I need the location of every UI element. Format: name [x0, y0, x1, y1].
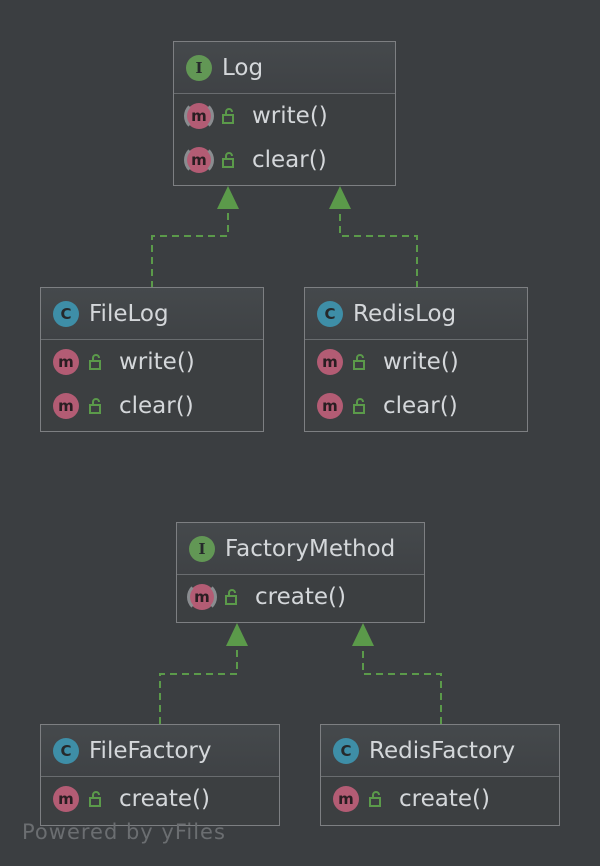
method-icon: m [333, 786, 359, 812]
node-title: FileLog [89, 300, 169, 327]
method-label: clear() [383, 393, 458, 419]
method-row[interactable]: m create() [177, 575, 424, 619]
node-log[interactable]: I Log m write() m clear() [173, 41, 396, 186]
method-label: create() [119, 786, 210, 812]
lock-open-icon [89, 791, 101, 807]
method-label: write() [252, 103, 328, 129]
class-icon: C [53, 300, 79, 327]
method-icon: m [53, 786, 79, 812]
lock-open-icon [89, 354, 101, 370]
method-label: create() [255, 584, 346, 610]
node-header: C FileLog [41, 288, 263, 340]
lock-open-icon [369, 791, 381, 807]
class-icon: C [333, 737, 359, 764]
method-row[interactable]: m write() [41, 340, 263, 384]
method-row[interactable]: m clear() [174, 138, 395, 182]
interface-icon: I [189, 535, 215, 562]
edge-redisfactory-to-factorymethod [362, 645, 442, 724]
method-icon: m [53, 393, 79, 419]
arrowhead-factorymethod-left [226, 623, 248, 646]
method-row[interactable]: m create() [41, 777, 279, 821]
method-icon: m [317, 393, 343, 419]
method-icon: m [184, 101, 214, 131]
node-title: FactoryMethod [225, 535, 396, 562]
arrowhead-log-right [329, 186, 351, 209]
class-icon: C [53, 737, 79, 764]
edge-filefactory-to-factorymethod [159, 645, 238, 724]
node-redislog[interactable]: C RedisLog m write() m clear() [304, 287, 528, 432]
node-title: RedisFactory [369, 737, 516, 764]
node-factorymethod[interactable]: I FactoryMethod m create() [176, 522, 425, 623]
method-icon: m [317, 349, 343, 375]
method-label: clear() [252, 147, 327, 173]
method-row[interactable]: m create() [321, 777, 559, 821]
lock-open-icon [225, 589, 237, 605]
arrowhead-log-left [217, 186, 239, 209]
arrowhead-factorymethod-right [352, 623, 374, 646]
node-title: FileFactory [89, 737, 212, 764]
node-filefactory[interactable]: C FileFactory m create() [40, 724, 280, 826]
lock-open-icon [222, 108, 234, 124]
node-header: I Log [174, 42, 395, 94]
method-icon: m [53, 349, 79, 375]
lock-open-icon [353, 354, 365, 370]
lock-open-icon [89, 398, 101, 414]
method-row[interactable]: m write() [305, 340, 527, 384]
node-header: I FactoryMethod [177, 523, 424, 575]
node-header: C RedisFactory [321, 725, 559, 777]
method-label: clear() [119, 393, 194, 419]
method-label: write() [119, 349, 195, 375]
class-icon: C [317, 300, 343, 327]
node-title: RedisLog [353, 300, 457, 327]
method-label: create() [399, 786, 490, 812]
edge-redislog-to-log [339, 208, 418, 288]
interface-icon: I [186, 54, 212, 81]
node-filelog[interactable]: C FileLog m write() m clear() [40, 287, 264, 432]
edge-filelog-to-log [151, 208, 229, 288]
watermark: Powered by yFiles [22, 820, 226, 844]
node-title: Log [222, 54, 264, 81]
node-header: C RedisLog [305, 288, 527, 340]
method-label: write() [383, 349, 459, 375]
lock-open-icon [353, 398, 365, 414]
lock-open-icon [222, 152, 234, 168]
method-row[interactable]: m clear() [305, 384, 527, 428]
node-header: C FileFactory [41, 725, 279, 777]
method-icon: m [187, 582, 217, 612]
node-redisfactory[interactable]: C RedisFactory m create() [320, 724, 560, 826]
method-icon: m [184, 145, 214, 175]
method-row[interactable]: m write() [174, 94, 395, 138]
method-row[interactable]: m clear() [41, 384, 263, 428]
